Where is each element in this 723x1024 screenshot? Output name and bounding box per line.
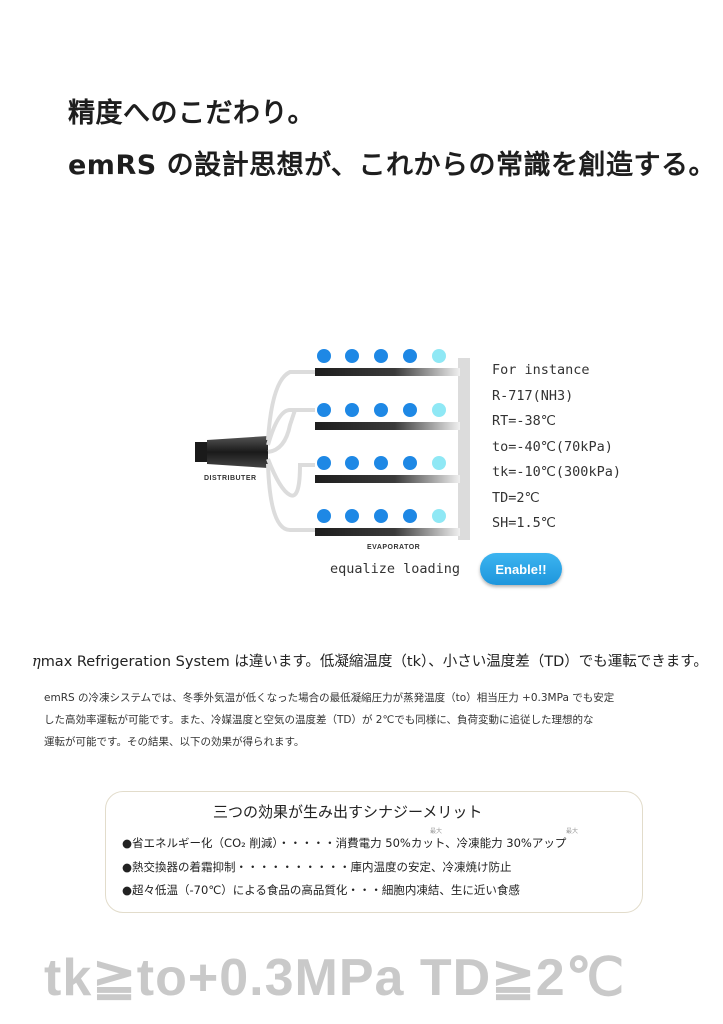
enable-button[interactable]: Enable!! (480, 553, 562, 585)
evaporator-header (458, 358, 470, 540)
spec-item: R-717(NH3) (492, 388, 574, 404)
coolant-dot (403, 349, 417, 363)
evaporator-tube (315, 475, 460, 483)
coolant-dot (403, 509, 417, 523)
coolant-dot (317, 456, 331, 470)
coolant-dot (345, 456, 359, 470)
distributor (207, 436, 268, 468)
coolant-dot (374, 403, 388, 417)
headline-line-1: 精度へのこだわり。 (68, 98, 315, 129)
formula-text: tk≧to+0.3MPa TD≧2℃ (44, 949, 626, 1007)
coolant-dot (432, 509, 446, 523)
merit-item: ●省エネルギー化（CO₂ 削減）・・・・・消費電力 50%カット、冷凍能力 30… (122, 836, 567, 850)
coolant-dot (403, 456, 417, 470)
spec-item: RT=-38℃ (492, 413, 556, 429)
equalize-loading-label: equalize loading (330, 561, 461, 577)
merit-note: 最大 (566, 828, 579, 835)
merit-item: ●熱交換器の着霜抑制・・・・・・・・・・庫内温度の安定、冷凍焼け防止 (122, 860, 512, 874)
coolant-dot (317, 403, 331, 417)
coolant-dot (432, 456, 446, 470)
spec-item: For instance (492, 362, 590, 378)
body-line-3: 運転が可能です。その結果、以下の効果が得られます。 (44, 736, 305, 748)
headline-line-2: emRS の設計思想が、これからの常識を創造する。 (68, 150, 717, 181)
coolant-dot (374, 349, 388, 363)
merit-note: 最大 (430, 828, 443, 835)
distributor-nozzle (195, 442, 207, 462)
evaporator-tube (315, 528, 460, 536)
evaporator-diagram (195, 349, 470, 540)
merit-title: 三つの効果が生み出すシナジーメリット (213, 803, 483, 821)
coolant-dot (403, 403, 417, 417)
coolant-dot (345, 509, 359, 523)
merit-box (105, 791, 643, 913)
spec-item: SH=1.5℃ (492, 515, 556, 531)
evaporator-tube (315, 422, 460, 430)
distributor-lines (266, 370, 315, 532)
coolant-dot (317, 349, 331, 363)
distributer-label: DISTRIBUTER (204, 475, 257, 482)
coolant-dot (345, 349, 359, 363)
body-line-1: emRS の冷凍システムでは、冬季外気温が低くなった場合の最低凝縮圧力が蒸発温度… (44, 692, 615, 704)
coolant-dot (432, 349, 446, 363)
coolant-dot (374, 509, 388, 523)
body-line-2: した高効率運転が可能です。また、冷媒温度と空気の温度差（TD）が 2℃でも同様に… (44, 714, 594, 726)
coolant-dot (345, 403, 359, 417)
spec-item: tk=-10℃(300kPa) (492, 464, 621, 480)
tagline-text: max Refrigeration System は違います。低凝縮温度（tk）… (40, 654, 708, 670)
spec-item: to=-40℃(70kPa) (492, 439, 613, 455)
coolant-dot (374, 456, 388, 470)
spec-item: TD=2℃ (492, 490, 540, 506)
evaporator-label: EVAPORATOR (367, 544, 421, 551)
merit-item: ●超々低温（-70℃）による食品の高品質化・・・細胞内凍結、生に近い食感 (122, 883, 520, 897)
evaporator-tube (315, 368, 460, 376)
eta-symbol: η (32, 654, 41, 670)
coolant-dot (317, 509, 331, 523)
coolant-dot (432, 403, 446, 417)
tagline: ηmax Refrigeration System は違います。低凝縮温度（tk… (32, 650, 708, 671)
